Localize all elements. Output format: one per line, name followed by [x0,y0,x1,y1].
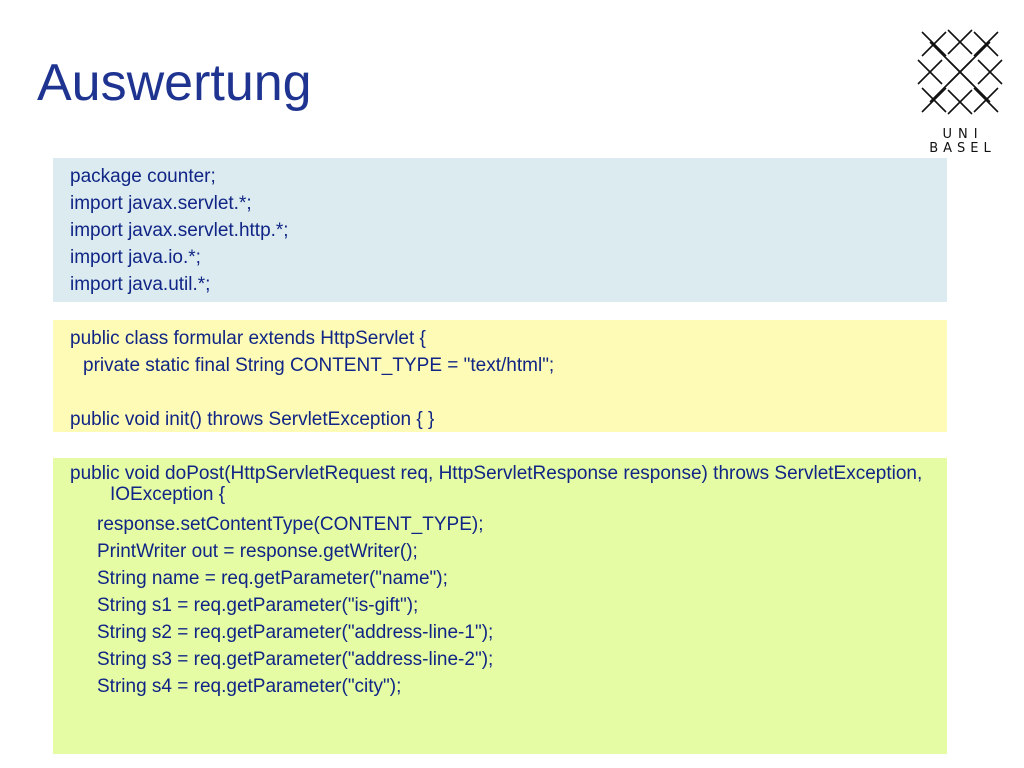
code-line-statement: PrintWriter out = response.getWriter(); [97,541,418,562]
university-logo: UNI BASEL [910,22,1010,162]
uni-basel-crest-icon [917,29,1003,115]
slide-title: Auswertung [37,54,312,112]
code-line-statement: String s4 = req.getParameter("city"); [97,676,402,697]
code-line-statement: String s2 = req.getParameter("address-li… [97,622,494,643]
code-line-class-header: public class formular extends HttpServle… [70,328,426,349]
logo-text-basel: BASEL [929,141,996,156]
code-line-import: import javax.servlet.*; [70,193,252,214]
code-block-class-declaration: public class formular extends HttpServle… [53,320,947,432]
code-line-dopost-signature: public void doPost(HttpServletRequest re… [70,463,923,505]
code-block-dopost: public void doPost(HttpServletRequest re… [53,458,947,754]
code-line-import: import javax.servlet.http.*; [70,220,289,241]
code-line-init-method: public void init() throws ServletExcepti… [70,409,435,430]
code-line-statement: String name = req.getParameter("name"); [97,568,448,589]
code-line-statement: response.setContentType(CONTENT_TYPE); [97,514,484,535]
code-line-package: package counter; [70,166,216,187]
code-line-field: private static final String CONTENT_TYPE… [83,355,555,376]
code-line-statement: String s3 = req.getParameter("address-li… [97,649,494,670]
logo-text-uni: UNI [942,127,984,142]
code-line-statement: String s1 = req.getParameter("is-gift"); [97,595,419,616]
code-line-import: import java.io.*; [70,247,201,268]
code-line-import: import java.util.*; [70,274,211,295]
code-block-imports: package counter; import javax.servlet.*;… [53,158,947,302]
code-line-blank [70,379,931,406]
